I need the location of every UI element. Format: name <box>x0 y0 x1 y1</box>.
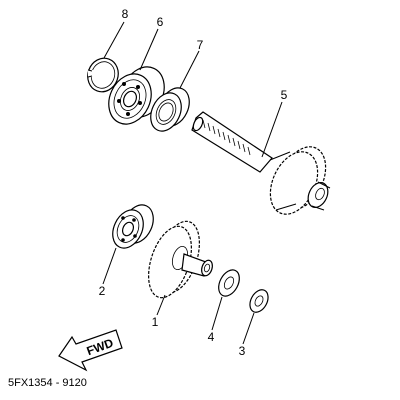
callout-3: 3 <box>239 344 246 358</box>
part-6-bearing[interactable] <box>101 60 172 131</box>
callout-8: 8 <box>122 7 129 21</box>
callout-1: 1 <box>152 315 159 329</box>
callout-2: 2 <box>99 284 106 298</box>
callout-4: 4 <box>208 330 215 344</box>
part-2-bearing[interactable] <box>107 200 159 253</box>
part-8-circlip[interactable] <box>83 54 123 96</box>
part-1-gear[interactable] <box>140 216 214 303</box>
callout-6: 6 <box>157 15 164 29</box>
part-7-oil-seal[interactable] <box>145 83 195 136</box>
part-3-washer[interactable] <box>246 287 271 316</box>
reference-code: 5FX1354 - 9120 <box>8 377 87 389</box>
leader-lines <box>102 21 283 345</box>
part-5-shaft-gear[interactable] <box>191 111 335 222</box>
callout-5: 5 <box>281 88 288 102</box>
fwd-direction-arrow: FWD <box>58 329 123 372</box>
part-4-washer[interactable] <box>214 266 243 299</box>
callout-7: 7 <box>197 38 204 52</box>
